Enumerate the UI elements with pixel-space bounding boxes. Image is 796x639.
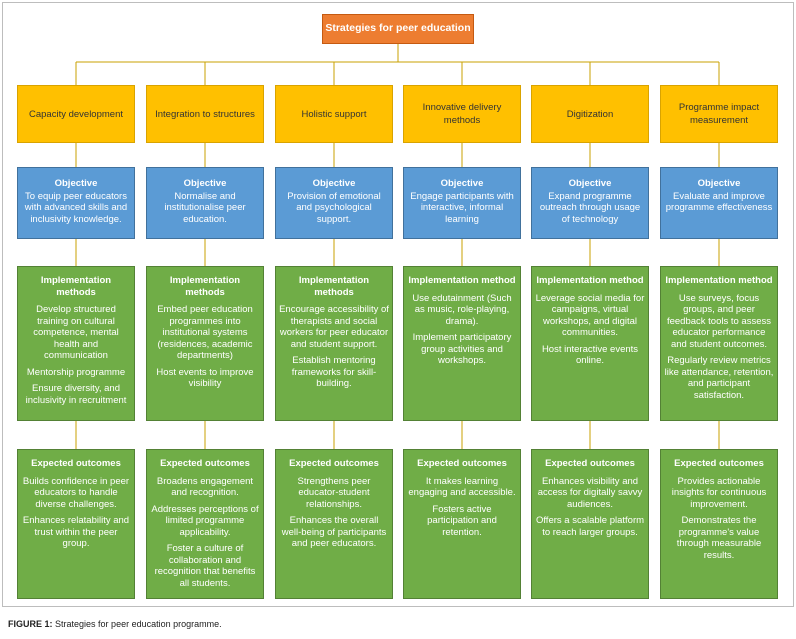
outcome-item: It makes learning engaging and accessibl…: [408, 475, 516, 499]
outcomes-heading: Expected outcomes: [417, 458, 507, 469]
objective-heading: Objective: [54, 178, 98, 189]
implementation-item: Host interactive events online.: [541, 343, 639, 367]
implementation-item: Leverage social media for campaigns, vir…: [535, 292, 645, 339]
objective-heading: Objective: [183, 178, 227, 189]
outcome-item: Broadens engagement and recognition.: [156, 475, 254, 499]
category-label: Integration to structures: [155, 108, 255, 120]
outcome-item: Addresses perceptions of limited program…: [151, 503, 259, 538]
outcome-item: Builds confidence in peer educators to h…: [22, 475, 130, 510]
outcome-item: Demonstrates the programme's value throu…: [676, 515, 762, 561]
objective-text: Evaluate and improve programme effective…: [665, 190, 773, 214]
outcome-item: Enhances visibility and access for digit…: [537, 475, 643, 510]
root-title: Strategies for peer education: [325, 22, 471, 35]
implementation-heading: Implementation methods: [40, 275, 112, 298]
implementation-item: Implement participatory group activities…: [412, 332, 512, 366]
root-box: Strategies for peer education: [322, 14, 474, 44]
caption-label: FIGURE 1:: [8, 619, 53, 629]
outcomes-heading: Expected outcomes: [160, 458, 250, 469]
category-label: Programme impact measurement: [678, 102, 760, 126]
implementation-item: Regularly review metrics like attendance…: [664, 355, 774, 401]
outcome-item: Provides actionable insights for continu…: [671, 475, 767, 510]
category-box: Capacity development: [17, 85, 135, 143]
objective-heading: Objective: [568, 178, 612, 189]
outcome-item: Fosters active participation and retenti…: [427, 503, 497, 538]
outcome-item: Enhances relatability and trust within t…: [22, 515, 130, 549]
category-label: Capacity development: [29, 108, 123, 120]
objective-text: To equip peer educators with advanced sk…: [24, 190, 128, 225]
objective-heading: Objective: [697, 178, 741, 189]
objective-text: Engage participants with interactive, in…: [410, 190, 514, 225]
outcomes-box: Expected outcomes It makes learning engag…: [403, 449, 521, 599]
implementation-heading: Implementation methods: [298, 275, 370, 298]
objective-text: Provision of emotional and psychological…: [287, 190, 381, 225]
implementation-heading: Implementation method: [665, 275, 773, 286]
objective-heading: Objective: [312, 178, 356, 189]
implementation-item: Host events to improve visibility: [156, 366, 254, 390]
category-box: Integration to structures: [146, 85, 264, 143]
category-box: Digitization: [531, 85, 649, 143]
implementation-heading: Implementation method: [536, 275, 644, 286]
implementation-item: Develop structured training on cultural …: [33, 304, 119, 361]
objective-text: Expand programme outreach through usage …: [539, 190, 641, 225]
implementation-item: Encourage accessibility of therapists an…: [279, 304, 389, 350]
category-box: Innovative delivery methods: [403, 85, 521, 143]
figure-caption: FIGURE 1: Strategies for peer education …: [8, 619, 222, 629]
caption-text: Strategies for peer education programme.: [55, 619, 222, 629]
implementation-item: Embed peer education programmes into ins…: [157, 304, 253, 361]
category-label: Innovative delivery methods: [422, 102, 502, 126]
implementation-item: Use surveys, focus groups, and peer feed…: [666, 292, 772, 350]
implementation-heading: Implementation method: [408, 275, 516, 286]
category-label: Digitization: [566, 108, 614, 120]
implementation-heading: Implementation methods: [169, 275, 241, 298]
objective-text: Normalise and institutionalise peer educ…: [164, 190, 246, 225]
outcome-item: Enhances the overall well-being of parti…: [281, 515, 387, 549]
objective-heading: Objective: [440, 178, 484, 189]
outcomes-heading: Expected outcomes: [31, 458, 121, 469]
outcome-item: Strengthens peer educator-student relati…: [297, 475, 371, 510]
implementation-item: Establish mentoring frameworks for skill…: [291, 355, 377, 389]
implementation-item: Ensure diversity, and inclusivity in rec…: [25, 383, 127, 406]
outcomes-heading: Expected outcomes: [289, 458, 379, 469]
implementation-item: Mentorship programme: [26, 366, 126, 378]
category-box: Holistic support: [275, 85, 393, 143]
category-box: Programme impact measurement: [660, 85, 778, 143]
category-label: Holistic support: [301, 108, 367, 120]
outcome-item: Offers a scalable platform to reach larg…: [535, 515, 645, 538]
implementation-item: Use edutainment (Such as music, role-pla…: [412, 292, 512, 327]
outcomes-heading: Expected outcomes: [674, 458, 764, 469]
outcome-item: Foster a culture of collaboration and re…: [154, 543, 256, 589]
outcomes-heading: Expected outcomes: [545, 458, 635, 469]
